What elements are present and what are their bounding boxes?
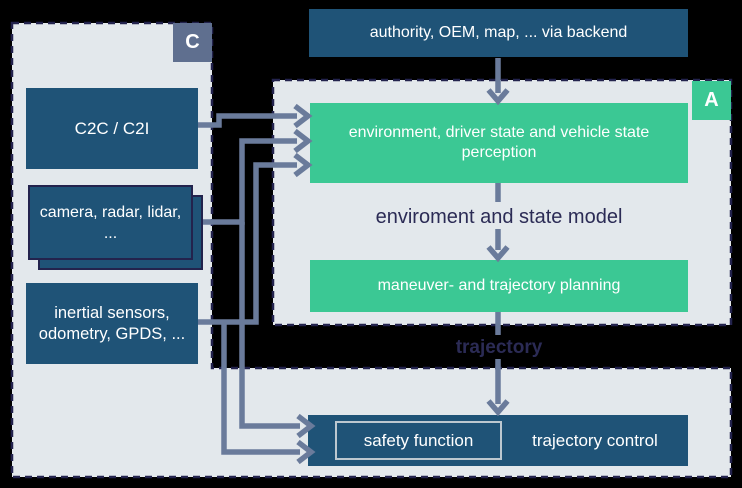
inertial-sensors-box: inertial sensors, odometry, GPDS, ... <box>26 283 198 364</box>
c2c-c2i-box: C2C / C2I <box>26 88 198 169</box>
arrowhead-icon <box>486 88 510 106</box>
arrowhead-icon <box>293 128 313 154</box>
arrowhead-icon <box>486 245 510 263</box>
planning-box: maneuver- and trajectory planning <box>310 260 688 312</box>
trajectory-control-label: trajectory control <box>532 430 658 450</box>
perception-box: environment, driver state and vehicle st… <box>310 103 688 183</box>
safety-function-box: safety function <box>335 421 502 460</box>
trajectory-control-box: safety function trajectory control <box>308 415 688 466</box>
trajectory-label: trajectory <box>455 337 543 358</box>
backend-box: authority, OEM, map, ... via backend <box>309 9 688 57</box>
arrowhead-icon <box>293 103 313 129</box>
camera-radar-lidar-box: camera, radar, lidar, ... <box>28 185 193 260</box>
container-c-tag: C <box>173 23 212 62</box>
arrow-inertial-to-control <box>221 322 300 455</box>
arrowhead-icon <box>293 152 313 178</box>
container-a-tag: A <box>692 81 731 120</box>
arrowhead-icon <box>486 399 510 417</box>
environment-state-model-label: enviroment and state model <box>375 206 623 228</box>
arrow-inertial-to-perception <box>198 162 297 325</box>
arrow-camera-to-control <box>239 222 300 429</box>
arrow-c2c-to-perception <box>198 113 297 128</box>
arrow-camera-to-perception <box>203 138 297 225</box>
